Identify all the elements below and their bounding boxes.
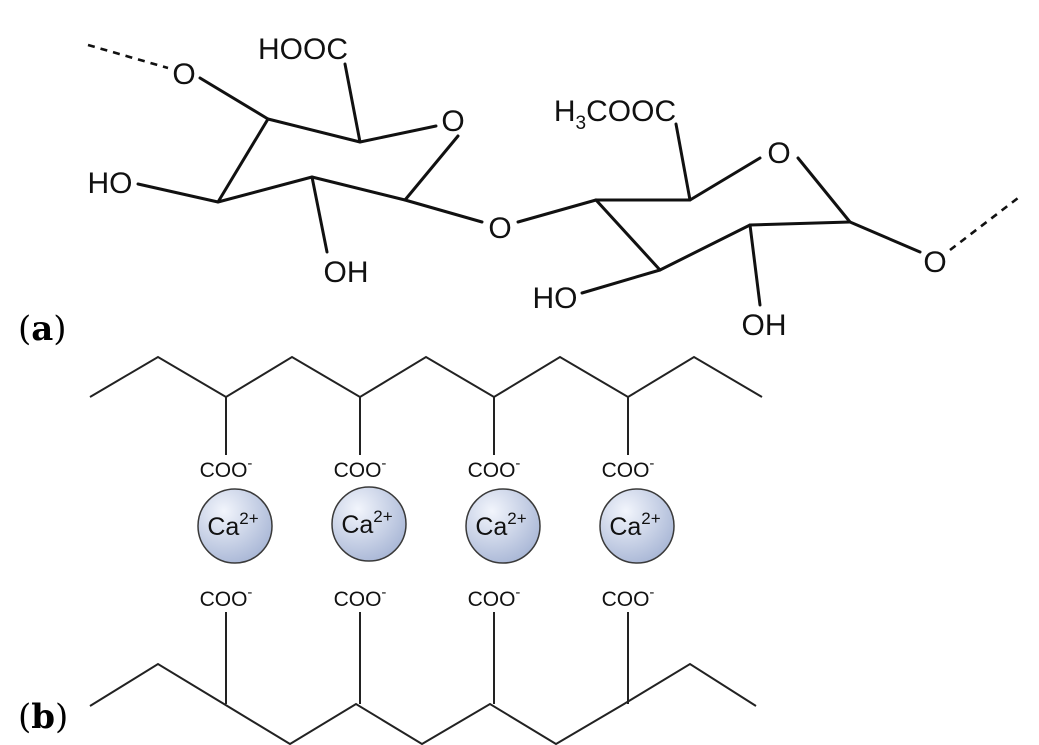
calcium-ion xyxy=(465,488,541,564)
atom-ho-ring1: HO xyxy=(88,167,133,200)
atom-o-left: O xyxy=(172,58,195,91)
panel-b-egg-box: COO- Ca2+ COO- COO- Ca2+ COO- COO- Ca2+ COO- COO-… xyxy=(18,355,763,745)
calcium-ion xyxy=(197,488,273,564)
bond-c2-oh-ring2 xyxy=(748,223,762,307)
atom-hooc: HOOC xyxy=(258,33,348,66)
atom-ho-ring2: HO xyxy=(533,282,578,315)
egg-box-units: COO- Ca2+ COO- COO- Ca2+ COO- COO- Ca2+ COO- COO-… xyxy=(197,397,675,704)
ring2-lower-bonds xyxy=(594,156,852,272)
bond-c1-o-right xyxy=(848,220,922,254)
calcium-ion-label: Ca2+ xyxy=(207,509,258,541)
bond-c3-ho xyxy=(136,182,220,204)
carboxylate-label-top: COO- xyxy=(200,455,253,482)
bond-c1-o-glycosidic xyxy=(403,198,484,224)
bond-c2-oh xyxy=(310,175,329,254)
left-chain-continuation xyxy=(87,43,169,70)
top-polymer-backbone xyxy=(89,355,763,399)
atom-oh-ring2: OH xyxy=(742,309,787,342)
ring1-top-bonds xyxy=(266,117,438,144)
bond-c5-cooch3 xyxy=(674,122,692,202)
carboxylate-label-top: COO- xyxy=(334,455,387,482)
ring1-lower-bonds xyxy=(216,117,460,204)
carboxylate-label-bottom: COO- xyxy=(468,584,521,611)
ring2-top-bonds xyxy=(594,156,762,202)
calcium-ion-label: Ca2+ xyxy=(475,509,526,541)
bottom-polymer-backbone xyxy=(89,662,757,745)
panel-a-structure: O HOOC O HO OH O H3COOC O HO OH O (a) xyxy=(18,33,1019,349)
bond-o-c4 xyxy=(198,76,270,121)
bond-c3-ho-ring2 xyxy=(580,268,662,295)
panel-label-a: (a) xyxy=(18,309,67,349)
atom-h3cooc: H3COOC xyxy=(554,95,676,134)
atom-o-right: O xyxy=(923,246,946,279)
bond-o-glycosidic-c4 xyxy=(516,198,598,224)
calcium-ion xyxy=(599,488,675,564)
calcium-ion-label: Ca2+ xyxy=(341,507,392,539)
atom-o-glycosidic: O xyxy=(488,212,511,245)
calcium-ion xyxy=(331,486,407,562)
carboxylate-label-bottom: COO- xyxy=(334,584,387,611)
carboxylate-label-top: COO- xyxy=(468,455,521,482)
carboxylate-label-bottom: COO- xyxy=(602,584,655,611)
right-chain-continuation xyxy=(949,196,1019,252)
atom-o-ring1: O xyxy=(441,105,464,138)
panel-label-b: (b) xyxy=(18,697,68,737)
carboxylate-label-top: COO- xyxy=(602,455,655,482)
atom-o-ring2: O xyxy=(767,137,790,170)
atom-oh-ring1: OH xyxy=(324,256,369,289)
calcium-ion-label: Ca2+ xyxy=(609,509,660,541)
bond-c5-cooh xyxy=(343,62,362,144)
carboxylate-label-bottom: COO- xyxy=(200,584,253,611)
